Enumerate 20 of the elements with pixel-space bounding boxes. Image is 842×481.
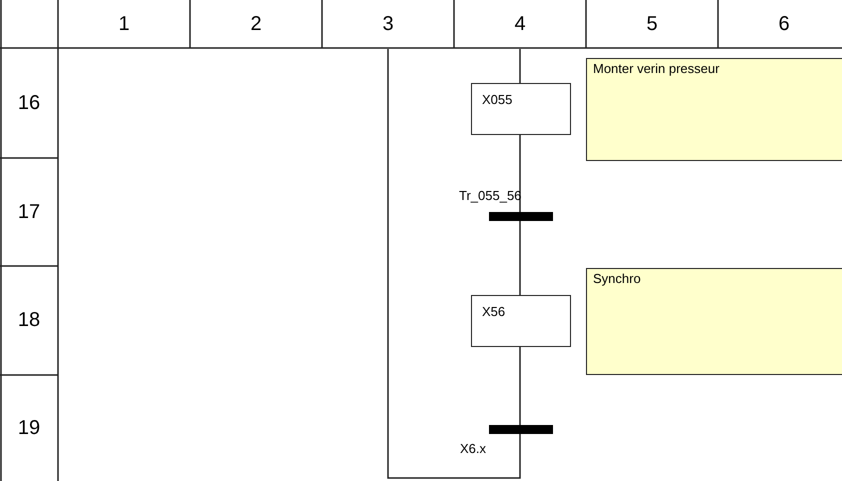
column-number: 3 — [381, 12, 395, 36]
action-box: Synchro — [586, 268, 842, 375]
link-line — [387, 49, 521, 479]
row-number: 19 — [16, 416, 42, 440]
column-number: 5 — [645, 12, 659, 36]
column-number: 2 — [249, 12, 263, 36]
row-number: 16 — [16, 90, 42, 116]
link-line — [519, 49, 521, 83]
link-line — [519, 221, 521, 295]
step-box: X055 — [471, 83, 571, 135]
link-line — [519, 135, 521, 212]
column-number: 1 — [117, 12, 131, 36]
action-box: Monter verin presseur — [586, 58, 842, 161]
transition-condition: X6.x — [460, 441, 486, 456]
row-number: 17 — [16, 200, 42, 224]
link-line — [519, 347, 521, 425]
column-number: 4 — [513, 12, 527, 36]
column-number: 6 — [777, 12, 791, 36]
step-box: X56 — [471, 295, 571, 347]
row-number: 18 — [16, 308, 42, 333]
